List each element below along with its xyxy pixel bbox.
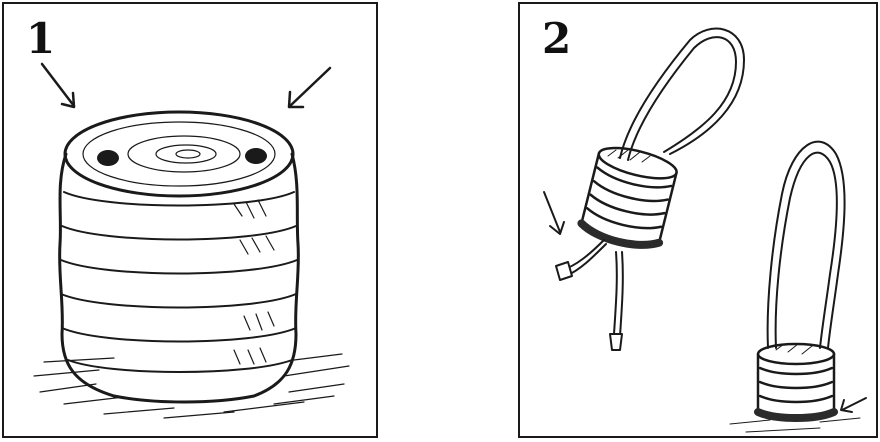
arrow-right-icon xyxy=(289,68,330,107)
stilt-can-right xyxy=(758,344,834,418)
rope-ends-left xyxy=(562,240,623,336)
illustration-panel-1: 1 xyxy=(2,2,378,438)
rope-loop-right xyxy=(768,142,845,348)
can-body xyxy=(60,154,299,402)
arrow-left-can-icon xyxy=(544,192,564,234)
tin-can-stilts-illustration xyxy=(520,4,876,436)
illustration-panel-2: 2 xyxy=(518,2,878,438)
knot-icon xyxy=(556,262,622,350)
rope-loop-left xyxy=(620,29,744,160)
tin-can-illustration xyxy=(4,4,376,436)
arrow-left-icon xyxy=(42,64,74,107)
can-ribs xyxy=(61,192,297,372)
hole-left-icon xyxy=(97,150,119,166)
hole-right-icon xyxy=(245,148,267,164)
arrow-right-can-icon xyxy=(841,398,866,412)
